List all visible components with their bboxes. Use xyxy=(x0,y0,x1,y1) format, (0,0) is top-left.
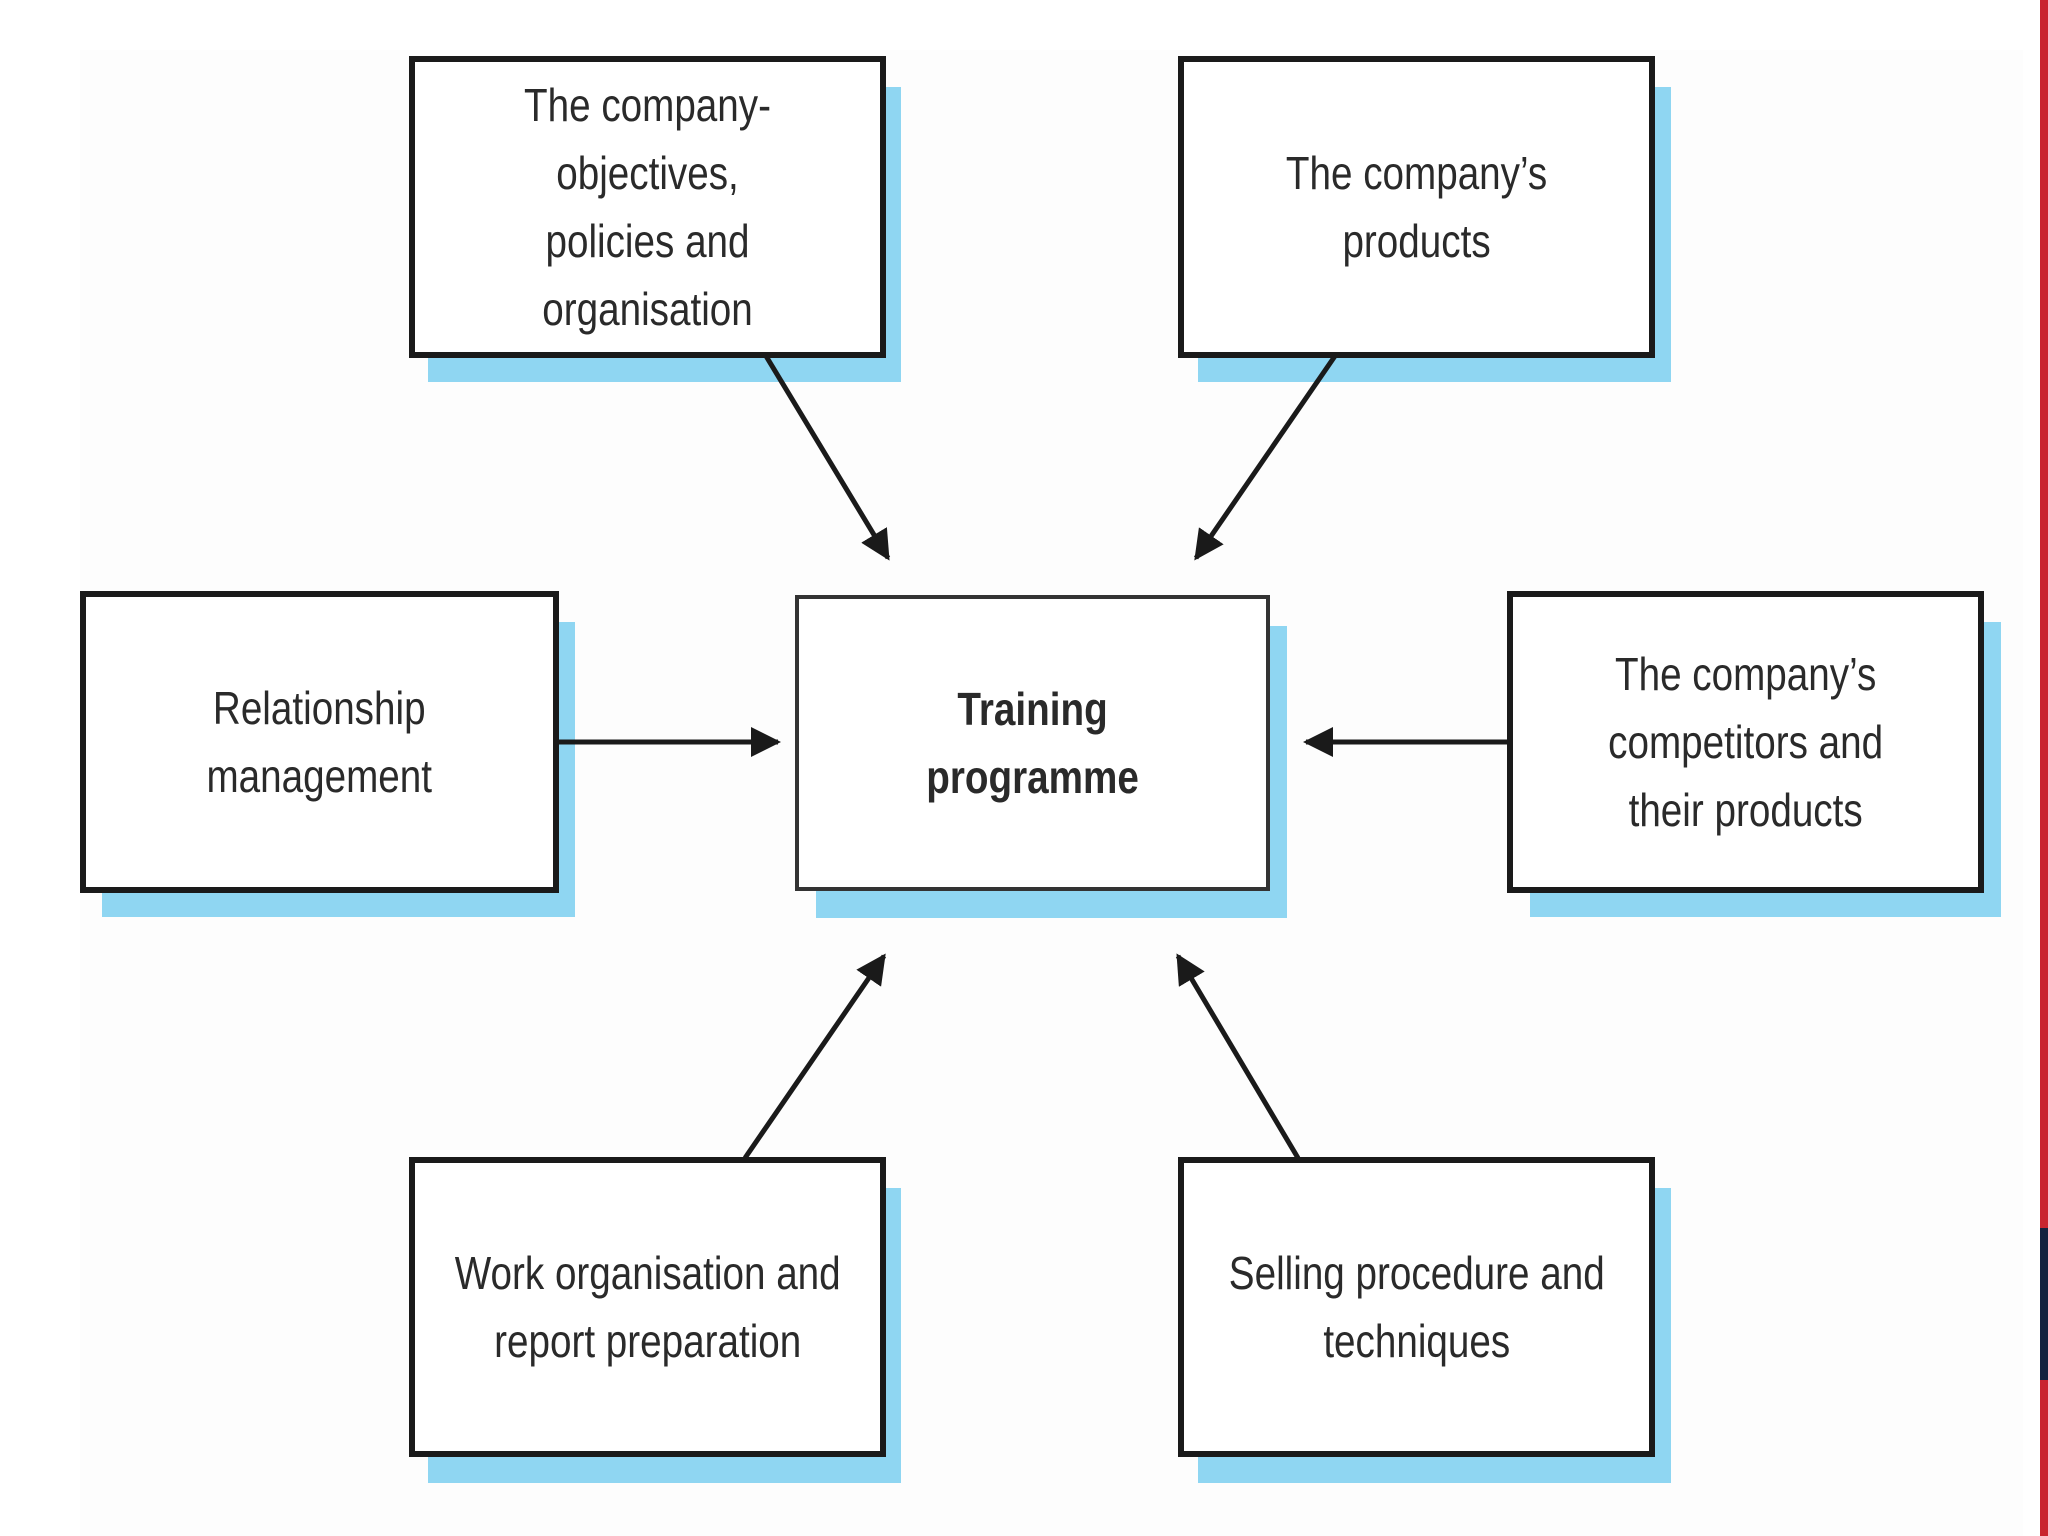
box-company-products-label: The company’s products xyxy=(1285,147,1548,267)
box-company-objectives: The company-objectives, policies and org… xyxy=(409,56,886,358)
box-relationship-management: Relationship management xyxy=(80,591,559,893)
box-selling-procedure: Selling procedure and techniques xyxy=(1178,1157,1655,1457)
box-training-programme: Training programme xyxy=(795,595,1270,891)
navy-edge-strip xyxy=(2040,1228,2048,1380)
box-relationship-management-label: Relationship management xyxy=(206,682,433,802)
red-edge-strip xyxy=(2040,0,2048,1536)
box-competitors-label: The company’s competitors and their prod… xyxy=(1608,648,1883,836)
box-training-programme-label: Training programme xyxy=(926,683,1139,803)
box-selling-procedure-label: Selling procedure and techniques xyxy=(1228,1247,1605,1367)
box-work-organisation: Work organisation and report preparation xyxy=(409,1157,886,1457)
box-company-products: The company’s products xyxy=(1178,56,1655,358)
box-competitors: The company’s competitors and their prod… xyxy=(1507,591,1984,893)
box-company-objectives-label: The company-objectives, policies and org… xyxy=(524,79,771,335)
box-work-organisation-label: Work organisation and report preparation xyxy=(454,1247,841,1367)
